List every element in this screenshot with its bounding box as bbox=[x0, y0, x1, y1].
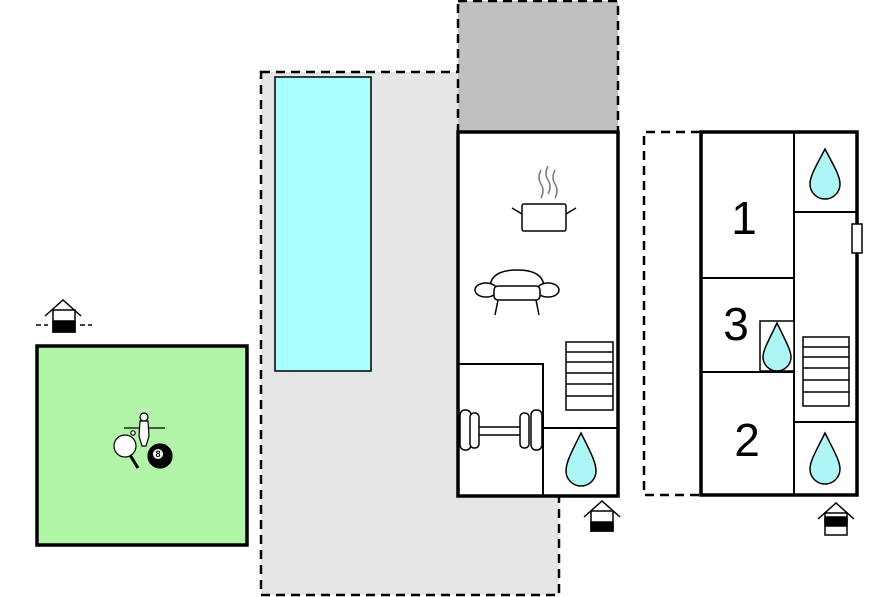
side-terrace bbox=[642, 130, 700, 497]
swimming-pool bbox=[274, 76, 372, 372]
interior-walls bbox=[701, 132, 857, 495]
dumbbell-icon bbox=[459, 409, 543, 451]
recreation-icon bbox=[113, 412, 173, 469]
covered-terrace bbox=[456, 0, 620, 134]
billiard-ball-number: 8 bbox=[155, 449, 160, 459]
bedroom-2-label: 2 bbox=[734, 414, 760, 466]
water-drop-icon bbox=[565, 431, 597, 487]
water-drop-icon bbox=[809, 431, 841, 485]
bedroom-3-label: 3 bbox=[723, 298, 749, 350]
cooking-pot-icon bbox=[511, 165, 577, 232]
water-drop-icon bbox=[809, 147, 841, 200]
gym-room-wall bbox=[458, 363, 544, 496]
window-icon bbox=[851, 223, 863, 254]
stairs-icon bbox=[802, 336, 850, 407]
entrance-icon bbox=[817, 501, 855, 536]
stairs-icon bbox=[565, 341, 614, 411]
sofa-icon bbox=[474, 269, 560, 316]
bedroom-1-label: 1 bbox=[731, 192, 757, 244]
water-drop-icon bbox=[762, 321, 792, 372]
entrance-icon bbox=[583, 499, 621, 532]
entrance-icon bbox=[36, 298, 92, 333]
